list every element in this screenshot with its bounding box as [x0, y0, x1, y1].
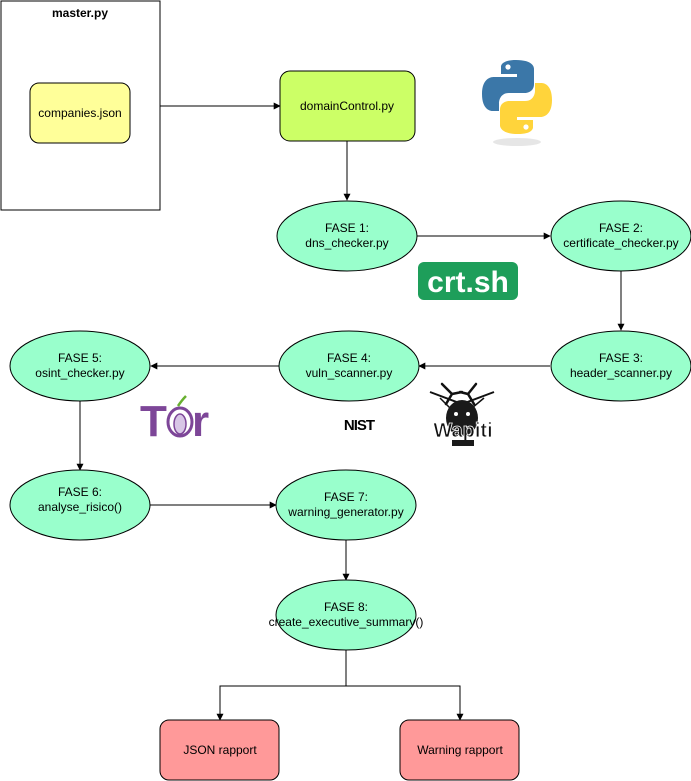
fase3-title: FASE 3: — [599, 351, 643, 365]
fase1-node: FASE 1: dns_checker.py — [276, 200, 418, 272]
fase4-title: FASE 4: — [327, 351, 371, 365]
json-report-label: JSON rapport — [183, 743, 257, 757]
fase3-file: header_scanner.py — [570, 366, 672, 380]
fase4-file: vuln_scanner.py — [306, 366, 393, 380]
nist-logo-text: NIST — [344, 417, 375, 434]
fase2-node: FASE 2: certificate_checker.py — [550, 200, 691, 272]
nist-logo-icon: NIST — [344, 417, 376, 434]
fase4-node: FASE 4: vuln_scanner.py — [278, 330, 420, 402]
fase7-node: FASE 7: warning_generator.py — [275, 469, 417, 541]
crtsh-logo-icon: crt.sh — [418, 262, 518, 300]
fase2-title: FASE 2: — [599, 221, 643, 235]
json-report-node: JSON rapport — [159, 719, 280, 781]
fase8-file: create_executive_summary() — [269, 615, 424, 629]
domain-control-label: domainControl.py — [300, 99, 394, 113]
fase2-file: certificate_checker.py — [563, 236, 678, 250]
warning-report-label: Warning rapport — [417, 743, 503, 757]
wapiti-logo-text: Wapiti — [433, 420, 492, 442]
fase8-node: FASE 8: create_executive_summary() — [269, 579, 424, 651]
tor-logo-text: T — [140, 397, 167, 446]
companies-node: companies.json — [29, 82, 131, 144]
edge-fase8-to-json-report — [216, 650, 347, 721]
master-title: master.py — [52, 6, 108, 20]
companies-box — [29, 82, 131, 144]
fase7-file: warning_generator.py — [287, 505, 403, 519]
fase6-node: FASE 6: analyse_risico() — [9, 469, 151, 541]
fase7-title: FASE 7: — [324, 490, 368, 504]
fase1-file: dns_checker.py — [305, 236, 388, 250]
domain-control-node: domainControl.py — [279, 70, 416, 142]
edge-fase8-to-warning-report — [346, 685, 464, 721]
companies-label: companies.json — [38, 106, 121, 120]
fase5-file: osint_checker.py — [35, 366, 124, 380]
edges — [76, 102, 625, 721]
warning-report-node: Warning rapport — [399, 719, 520, 781]
wapiti-logo-icon: Wapiti — [429, 382, 495, 446]
fase6-file: analyse_risico() — [38, 500, 122, 514]
tor-logo-icon: T r — [140, 395, 209, 446]
fase3-node: FASE 3: header_scanner.py — [550, 330, 691, 402]
fase8-title: FASE 8: — [324, 600, 368, 614]
fase5-node: FASE 5: osint_checker.py — [9, 330, 151, 402]
crtsh-logo-text: crt.sh — [427, 266, 509, 299]
fase6-title: FASE 6: — [58, 485, 102, 499]
fase1-title: FASE 1: — [325, 221, 369, 235]
fase5-title: FASE 5: — [58, 351, 102, 365]
python-logo-icon — [482, 60, 552, 146]
svg-text:r: r — [192, 397, 209, 446]
